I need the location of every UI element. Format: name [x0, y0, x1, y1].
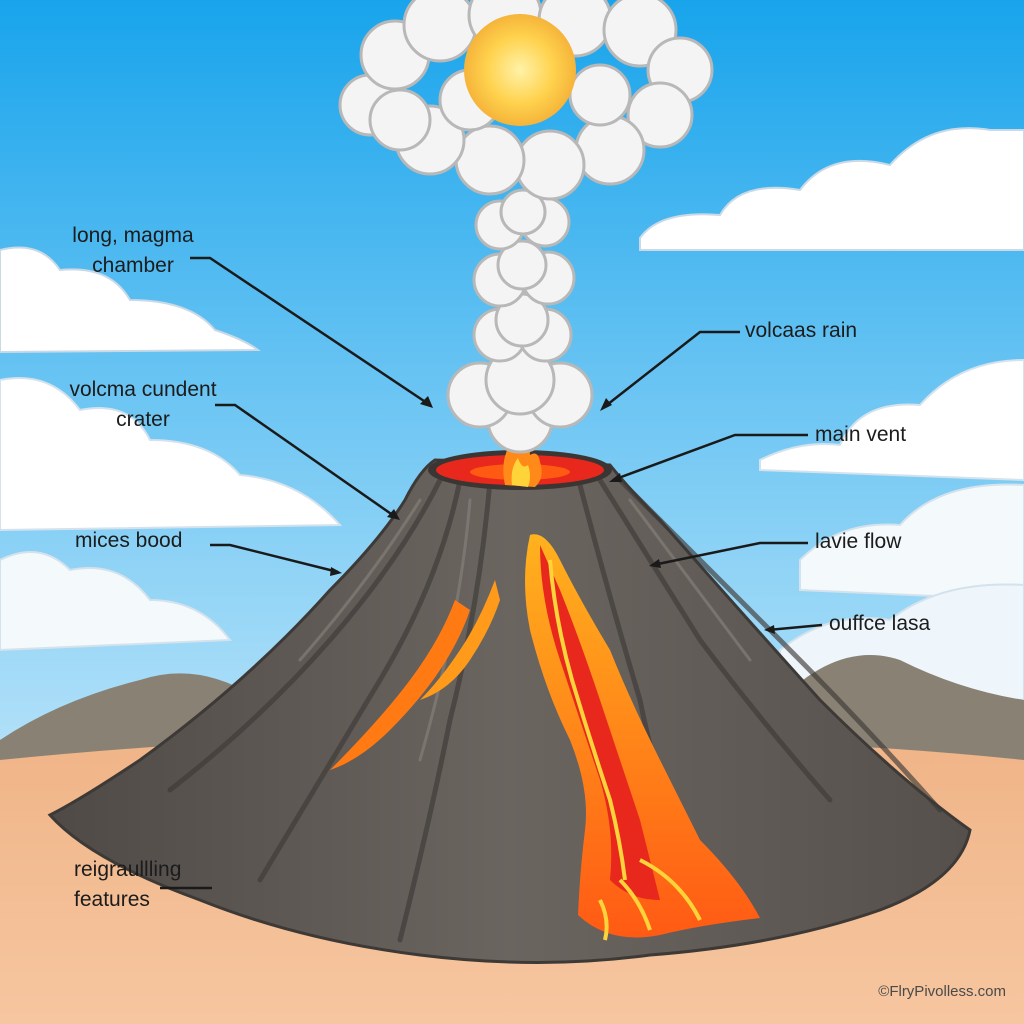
label-cundent-crater-line2: crater [116, 408, 170, 431]
label-volcanic-rain: volcaas rain [745, 319, 858, 342]
label-features-line1: reigraullling [74, 858, 182, 881]
label-features: reigraullling features [74, 855, 181, 915]
lava-flow-side-left [330, 600, 470, 770]
label-magma-chamber: long, magma chamber [58, 221, 208, 281]
label-magma-chamber-line2: chamber [92, 254, 174, 277]
cloud-left-top [0, 246, 261, 354]
lava-flow-side-right [420, 580, 500, 700]
label-features-line2: features [74, 888, 150, 911]
leader-volcanic-rain [602, 330, 740, 409]
ash-plume [338, 0, 714, 454]
leader-ouffce-lasa [767, 623, 823, 632]
credit-watermark: ©FlryPivolless.com [878, 983, 1006, 1000]
label-mices-bood: mices bood [75, 529, 183, 552]
label-ouffce-lasa: ouffce lasa [829, 612, 931, 635]
label-lava-flow: lavie flow [815, 530, 902, 553]
leader-cundent-crater [215, 403, 398, 520]
sun-glow [464, 14, 576, 126]
label-main-vent: main vent [815, 423, 907, 446]
leader-magma-chamber [190, 256, 431, 407]
cloud-right-mid [759, 358, 1024, 702]
label-cundent-crater: volcma cundent crater [48, 375, 238, 435]
leader-lava-flow [652, 541, 808, 567]
leader-main-vent [612, 433, 808, 482]
leader-lines [160, 256, 823, 890]
leader-mices-bood [210, 543, 339, 574]
label-cundent-crater-line1: volcma cundent [69, 378, 217, 401]
cloud-left-mid [0, 377, 343, 652]
cloud-right-top [639, 127, 1024, 251]
leader-arrowheads [330, 396, 775, 634]
label-magma-chamber-line1: long, magma [72, 224, 194, 247]
volcano-cone [47, 458, 972, 964]
lava-flow-main [525, 534, 760, 938]
